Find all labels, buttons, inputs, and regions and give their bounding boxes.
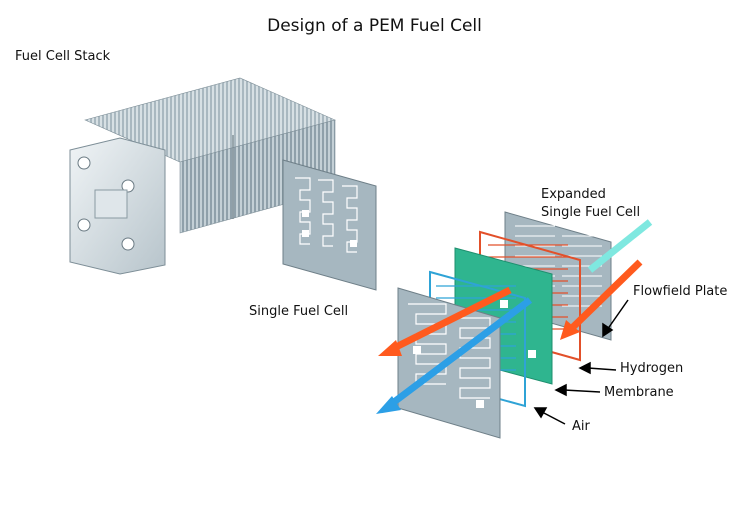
label-expanded-line2: Single Fuel Cell — [541, 205, 641, 220]
single-fuel-cell-plate — [282, 159, 377, 291]
hydrogen-in-arrow — [567, 259, 643, 333]
label-fuel-cell-stack: Fuel Cell Stack — [15, 49, 111, 64]
label-membrane: Membrane — [604, 385, 674, 400]
hydrogen-out-arrow — [388, 286, 512, 354]
label-air: Air — [572, 419, 590, 434]
air-out-arrow — [387, 297, 533, 408]
flow-arrows — [376, 219, 653, 414]
air-in-arrow — [587, 219, 653, 273]
diagram-title: Design of a PEM Fuel Cell — [267, 16, 482, 36]
label-hydrogen: Hydrogen — [620, 361, 684, 376]
label-pointers — [533, 299, 629, 425]
label-single-fuel-cell: Single Fuel Cell — [249, 304, 349, 319]
label-expanded-line1: Expanded — [541, 187, 606, 202]
label-flowfield-plate: Flowfield Plate — [633, 284, 728, 299]
